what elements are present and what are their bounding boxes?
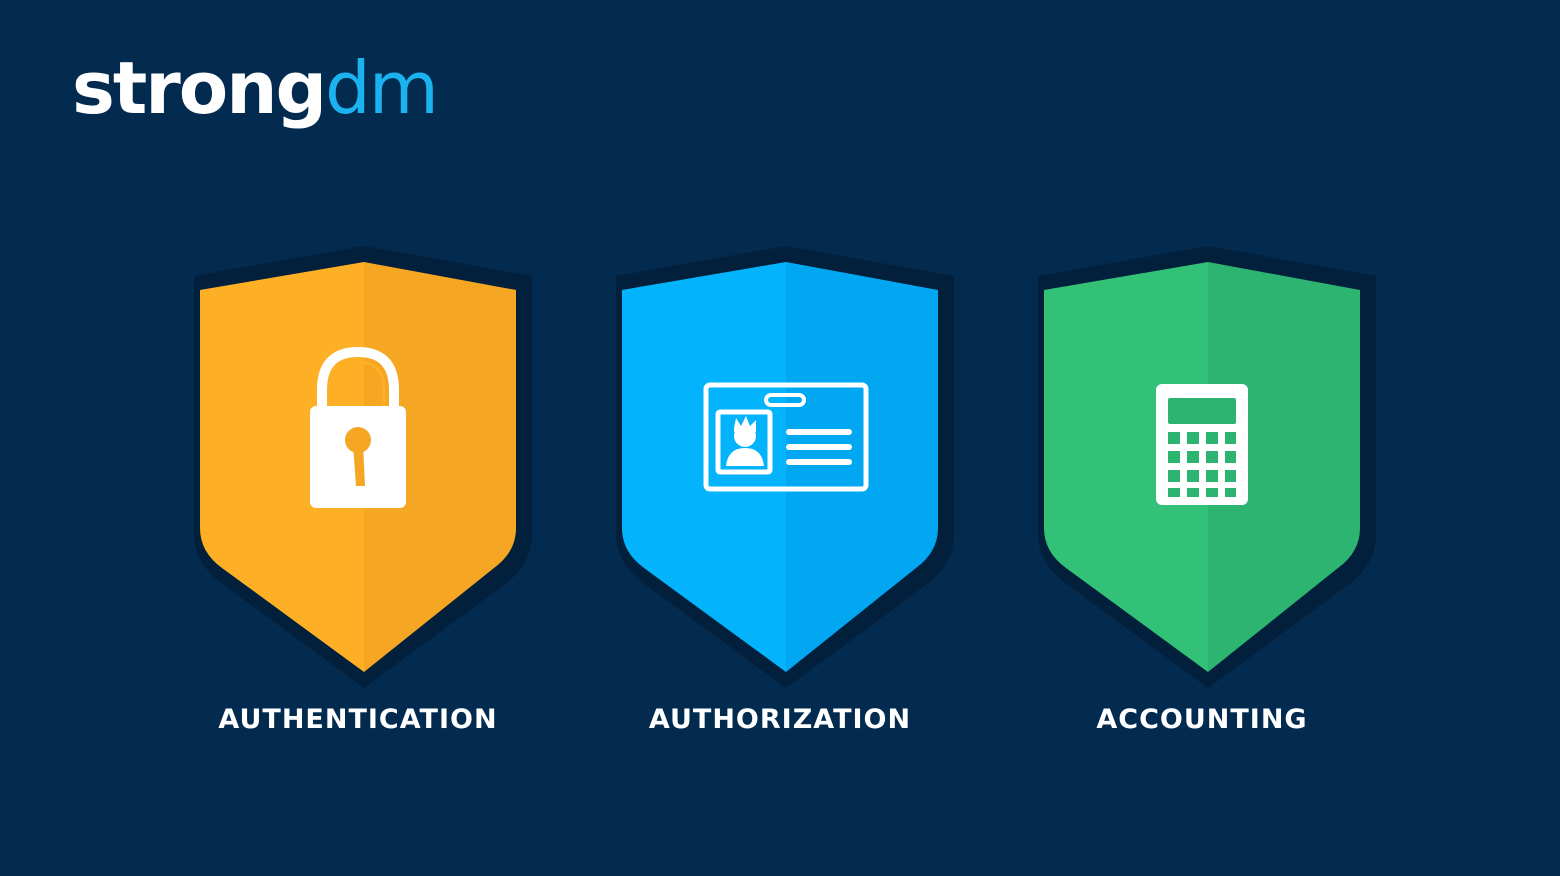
calculator-icon (1156, 384, 1248, 505)
logo-text-main: strong (72, 46, 327, 130)
accounting-label: ACCOUNTING (1096, 704, 1308, 735)
id-card-icon (703, 382, 869, 492)
logo-text-accent: dm (325, 46, 439, 130)
authentication-label: AUTHENTICATION (218, 704, 498, 735)
authentication-shield (186, 244, 540, 690)
authorization-shield (608, 244, 962, 690)
authorization-label: AUTHORIZATION (648, 704, 912, 735)
accounting-shield (1030, 244, 1384, 690)
padlock-icon (310, 346, 406, 508)
strongdm-logo: strongdmstrongdm (72, 52, 439, 124)
